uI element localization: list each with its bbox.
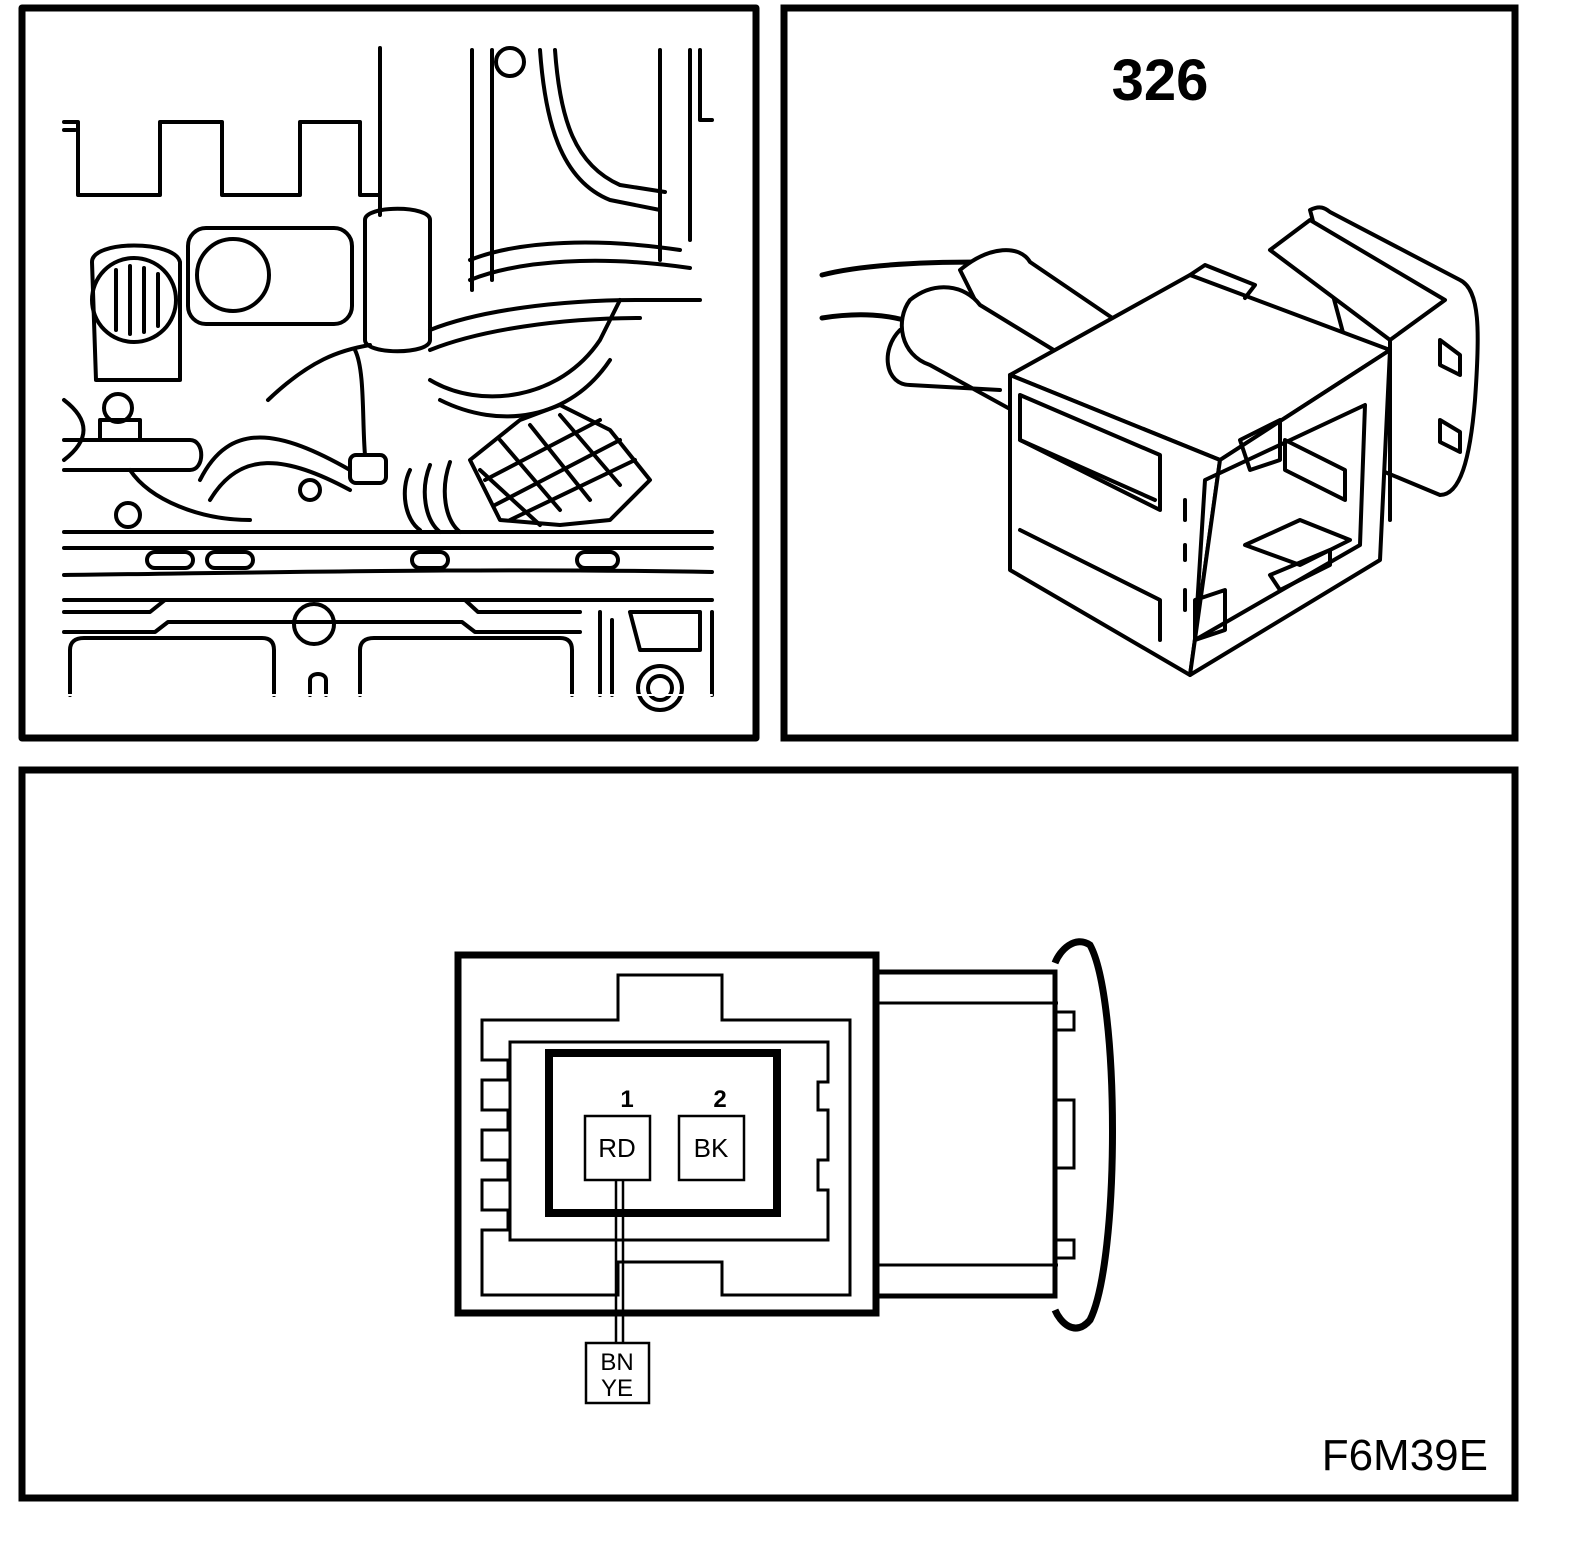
pin-1-color: RD xyxy=(598,1133,636,1163)
pinout-panel: 1 RD 2 BK BN YE F6M39E xyxy=(18,766,1519,1502)
pin-2-color: BK xyxy=(694,1133,729,1163)
connector-face-outline xyxy=(454,938,1116,1332)
engine-bay-frame xyxy=(18,4,760,742)
pin-1: 1 RD xyxy=(583,1086,652,1182)
pin-1-cell xyxy=(583,1114,652,1182)
engine-bay-panel xyxy=(18,4,760,742)
pin-2-number: 2 xyxy=(713,1086,726,1113)
pin-2: 2 BK xyxy=(677,1086,746,1182)
pinout-frame xyxy=(18,766,1519,1502)
engine-bay-illustration xyxy=(62,46,714,712)
connector-3d-panel: 326 xyxy=(780,4,1519,742)
connector-3d-illustration xyxy=(819,205,1480,677)
connector-3d-frame xyxy=(780,4,1519,742)
wire-tag-line2: YE xyxy=(601,1375,633,1402)
connector-number: 326 xyxy=(1112,48,1209,113)
pin-1-wire: BN YE xyxy=(584,1180,651,1405)
pin-1-number: 1 xyxy=(620,1086,633,1113)
pin-2-cell xyxy=(677,1114,746,1182)
wire-tag xyxy=(584,1341,651,1405)
wire-tag-line1: BN xyxy=(600,1349,633,1376)
figure-code: F6M39E xyxy=(1322,1431,1488,1480)
